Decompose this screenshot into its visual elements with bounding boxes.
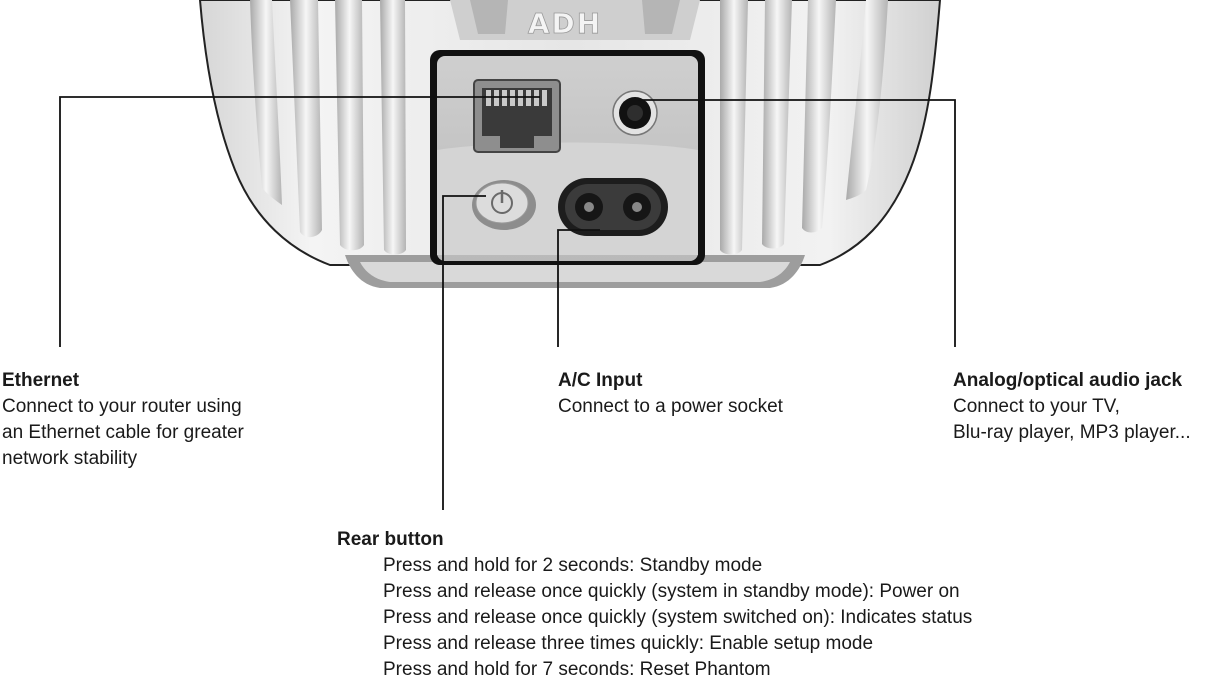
callout-line: Connect to a power socket — [558, 396, 783, 417]
speaker-fins-left — [250, 0, 406, 255]
speaker-fins-right — [720, 0, 888, 255]
callout-title: Analog/optical audio jack — [953, 370, 1183, 391]
callout-line: Connect to your router using — [2, 396, 242, 417]
ac-input-socket — [558, 178, 668, 236]
callout-title: Rear button — [337, 529, 444, 550]
callout-analog-jack: Analog/optical audio jack Connect to you… — [953, 368, 1218, 446]
rear-button-step: Press and hold for 2 seconds: Standby mo… — [383, 555, 763, 576]
rear-button-step: Press and release three times quickly: E… — [383, 633, 874, 654]
callout-line: Blu-ray player, MP3 player... — [953, 422, 1191, 443]
callout-title: Ethernet — [2, 370, 80, 391]
callout-line: an Ethernet cable for greater — [2, 422, 244, 443]
callout-rear-button: Rear button Press and hold for 2 seconds… — [337, 527, 1057, 683]
audio-jack — [612, 90, 658, 136]
leader-line-ethernet — [59, 96, 540, 347]
top-logo-panel — [450, 0, 700, 40]
leader-line-analog — [638, 99, 956, 347]
rear-button-step: Press and release once quickly (system i… — [383, 581, 960, 602]
callout-title: A/C Input — [558, 370, 643, 391]
rear-button-step: Press and hold for 7 seconds: Reset Phan… — [383, 659, 771, 680]
leader-line-rear-button — [442, 195, 486, 510]
rear-button-steps: Press and hold for 2 seconds: Standby mo… — [383, 553, 1057, 683]
callout-ethernet: Ethernet Connect to your router using an… — [2, 368, 322, 472]
callout-line: Connect to your TV, — [953, 396, 1120, 417]
leader-line-ac-input — [557, 229, 600, 347]
rear-button-step: Press and release once quickly (system s… — [383, 607, 973, 628]
rear-power-button — [472, 180, 536, 230]
callout-line: network stability — [2, 448, 138, 469]
ethernet-port — [473, 79, 561, 153]
callout-ac-input: A/C Input Connect to a power socket — [558, 368, 878, 420]
brand-logo: ADH — [528, 7, 602, 40]
